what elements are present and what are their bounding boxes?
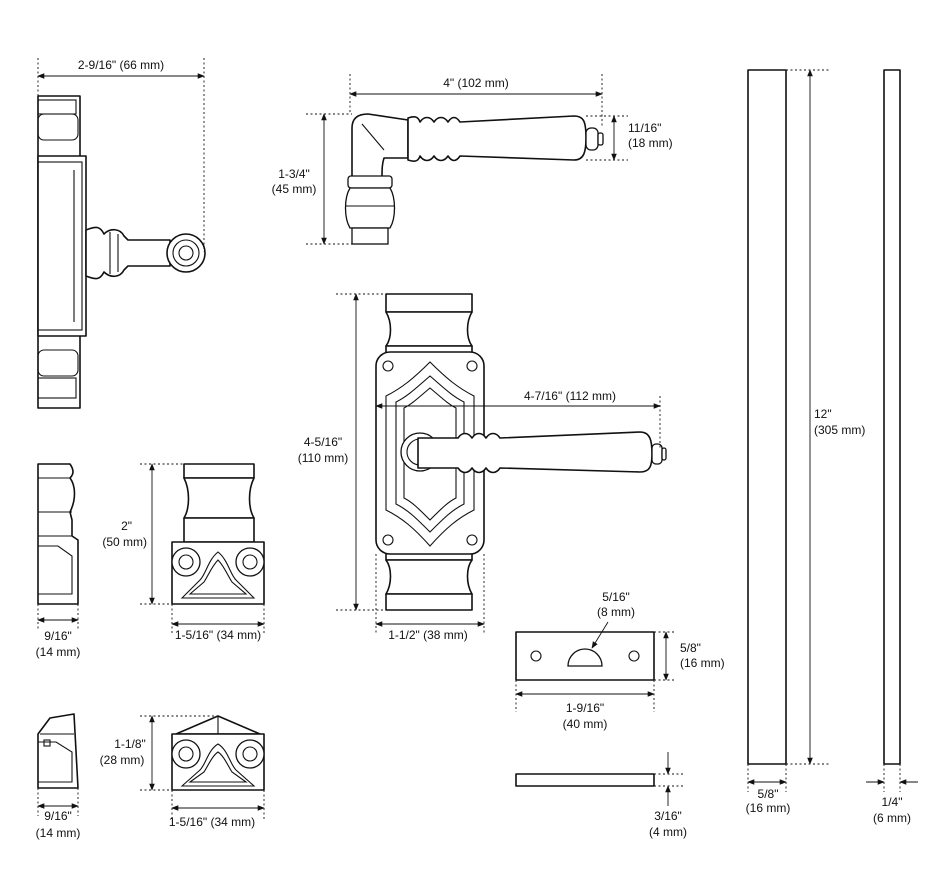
tall-keeper-side [37,463,79,605]
dim-tall-keeper-height-in: 2" [121,519,132,533]
dim-lever-length: 4" (102 mm) [443,76,509,90]
dim-strike-thickness-mm: (4 mm) [649,825,687,839]
dim-short-keeper-height-in: 1-1/8" [114,737,146,751]
dimension-labels: 2-9/16" (66 mm) 4" (102 mm) 1-3/4" (45 m… [36,58,911,840]
dim-strike-thickness-in: 3/16" [654,809,682,823]
dim-rod-thickness-in: 1/4" [882,795,903,809]
dim-strike-height-mm: (16 mm) [680,656,725,670]
backplate-side-view [37,95,206,409]
dim-lever-end-mm: (18 mm) [628,136,673,150]
dim-tall-keeper-depth-mm: (14 mm) [36,645,81,659]
short-keeper-front [171,715,265,791]
dim-short-keeper-depth-mm: (14 mm) [36,826,81,840]
lever-profile [344,113,604,245]
dim-tall-keeper-width: 1-5/16" (34 mm) [175,628,261,642]
dim-backplate-height-in: 4-5/16" [304,435,342,449]
dim-short-keeper-height-mm: (28 mm) [100,753,145,767]
strike-plate [515,631,655,787]
dim-lever-height-in: 1-3/4" [278,167,310,181]
dim-tall-keeper-height-mm: (50 mm) [102,535,147,549]
dim-lever-height-mm: (45 mm) [272,182,317,196]
dim-short-keeper-depth-in: 9/16" [44,809,72,823]
dim-short-keeper-width: 1-5/16" (34 mm) [169,815,255,829]
backplate-front-view [375,293,667,611]
dim-rosette-side-width: 2-9/16" (66 mm) [78,58,164,72]
dim-tall-keeper-depth-in: 9/16" [44,629,72,643]
dim-strike-height-in: 5/8" [680,641,701,655]
dim-rod-length-in: 12" [814,407,832,421]
dim-strike-length-mm: (40 mm) [563,717,608,731]
dim-rod-thickness-mm: (6 mm) [873,811,911,825]
dim-strike-notch-in: 5/16" [602,590,630,604]
dim-lever-end-in: 11/16" [628,121,661,135]
dim-backplate-height-mm: (110 mm) [298,451,348,465]
dim-rod-width-in: 5/8" [758,787,779,801]
dim-rod-length-mm: (305 mm) [814,423,865,437]
short-keeper-side [37,713,79,789]
rods [747,69,901,765]
dim-backplate-width: 1-1/2" (38 mm) [388,628,468,642]
dim-strike-length-in: 1-9/16" [566,701,604,715]
dim-rod-width-mm: (16 mm) [746,801,791,815]
dim-strike-notch-mm: (8 mm) [597,605,635,619]
dim-lever-projection: 4-7/16" (112 mm) [524,389,616,403]
tall-keeper-front [171,463,265,605]
dimension-lines [37,58,918,820]
